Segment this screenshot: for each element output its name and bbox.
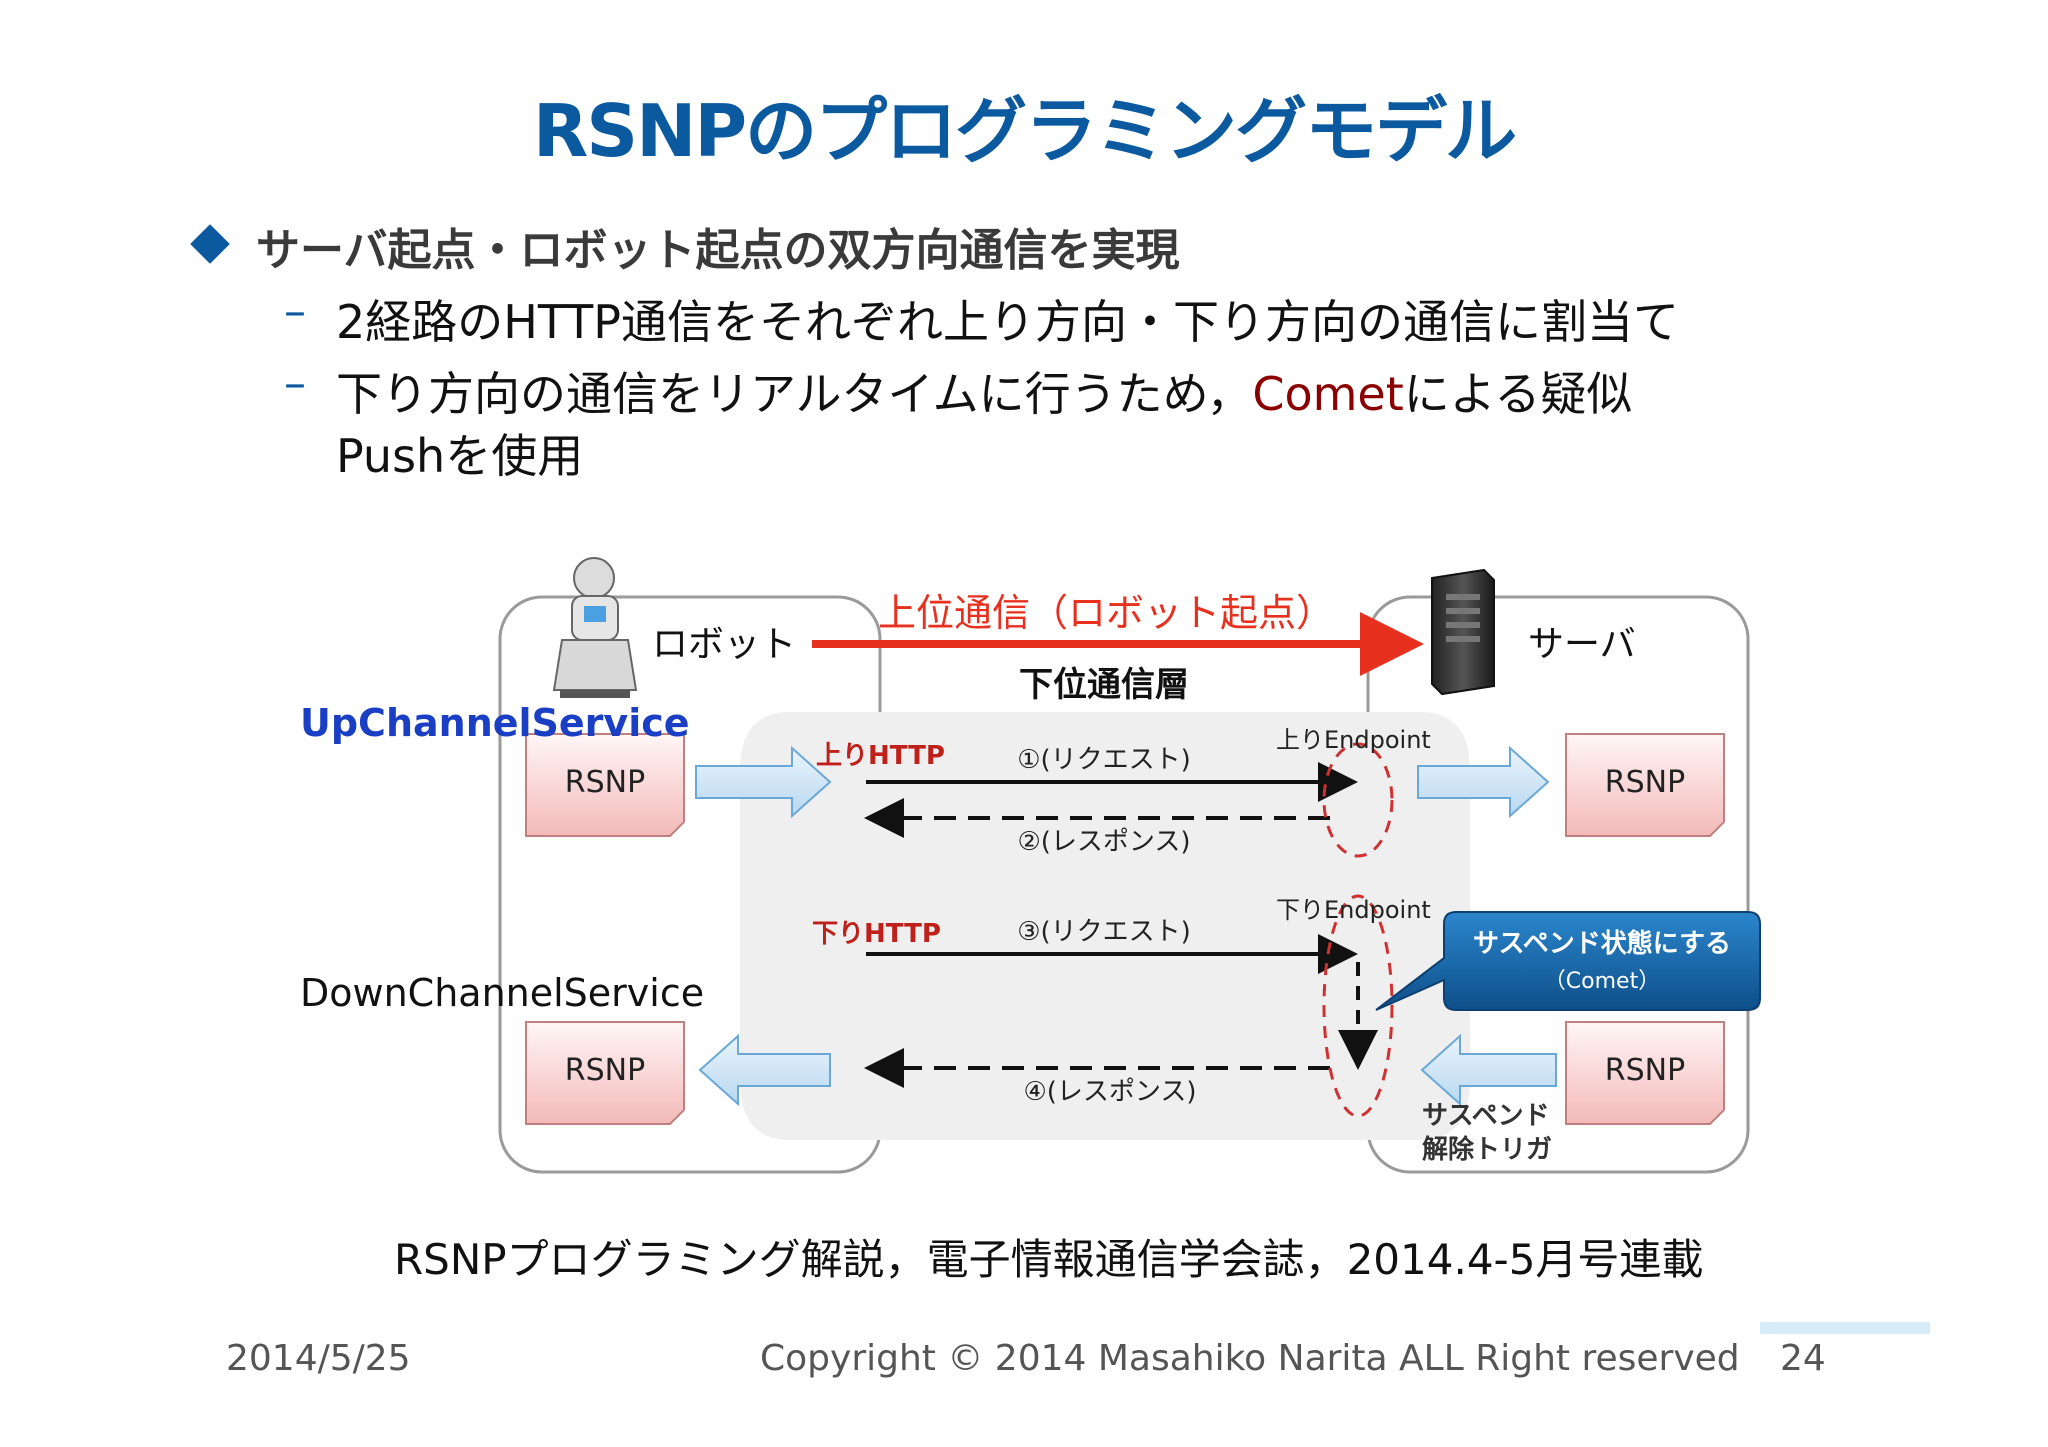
upper-comm-label: 上位通信（ロボット起点） <box>878 591 1334 635</box>
footer-date: 2014/5/25 <box>226 1338 411 1379</box>
rsnp-box-server-up <box>1565 733 1725 837</box>
down-endpoint-ellipse <box>1322 894 1394 1118</box>
server-label: サーバ <box>1528 624 1636 665</box>
rsnp-label-server-down: RSNP <box>1605 1053 1685 1088</box>
robot-icon <box>552 557 638 698</box>
footer-copyright: Copyright © 2014 Masahiko Narita ALL Rig… <box>760 1338 1740 1379</box>
block-arrow-server-down <box>1420 1033 1557 1107</box>
slide-title: RSNPのプログラミングモデル <box>532 89 1517 173</box>
sub-bullet-2-line2: Pushを使用 <box>336 429 584 483</box>
sub-bullet-2-before: 下り方向の通信をリアルタイムに行うため， <box>336 367 1253 421</box>
sub-bullet-dash-2: – <box>284 358 306 409</box>
suspend-label-line2: 解除トリガ <box>1422 1134 1552 1165</box>
step4-label: ④(レスポンス) <box>1023 1077 1196 1107</box>
suspend-label-line1: サスペンド <box>1422 1101 1550 1131</box>
step2-label: ②(レスポンス) <box>1017 827 1190 857</box>
comet-highlight: Comet <box>1252 367 1404 421</box>
comet-callout <box>1375 911 1761 1011</box>
page-number: 24 <box>1780 1338 1826 1379</box>
citation: RSNPプログラミング解説，電子情報通信学会誌，2014.4-5月号連載 <box>394 1235 1704 1284</box>
sub-bullet-dash-1: – <box>284 286 306 337</box>
rsnp-label-robot-down: RSNP <box>565 1053 645 1088</box>
sub-bullet-2-after: による疑似 <box>1403 367 1633 421</box>
footer-accent-bar <box>1760 1322 1930 1334</box>
server-icon <box>1431 568 1495 696</box>
down-endpoint-label: 下りEndpoint <box>1276 896 1431 924</box>
rsnp-label-server-up: RSNP <box>1605 765 1685 800</box>
bullet-main-text: サーバ起点・ロボット起点の双方向通信を実現 <box>256 225 1180 276</box>
rsnp-box-server-down <box>1565 1021 1725 1125</box>
block-arrow-robot-up <box>695 745 832 819</box>
sub-bullet-1: 2経路のHTTP通信をそれぞれ上り方向・下り方向の通信に割当て <box>336 295 1679 349</box>
lower-layer-label: 下位通信層 <box>1019 665 1189 705</box>
block-arrow-server-up <box>1417 745 1550 819</box>
rsnp-label-robot-up: RSNP <box>565 765 645 800</box>
rsnp-box-robot-down <box>525 1021 685 1125</box>
down-http-label: 下りHTTP <box>812 919 941 949</box>
step3-label: ③(リクエスト) <box>1017 917 1191 947</box>
callout-line2: （Comet） <box>1544 969 1660 994</box>
up-endpoint-label: 上りEndpoint <box>1276 726 1431 754</box>
callout-line1: サスペンド状態にする <box>1473 928 1731 959</box>
down-channel-service-label: DownChannelService <box>300 971 704 1015</box>
robot-label: ロボット <box>652 624 796 665</box>
up-endpoint-ellipse <box>1322 742 1394 858</box>
step1-label: ①(リクエスト) <box>1017 745 1191 775</box>
sub-bullet-2: 下り方向の通信をリアルタイムに行うため，Cometによる疑似 <box>336 358 1632 424</box>
rsnp-box-robot-up <box>525 733 685 837</box>
up-http-label: 上りHTTP <box>816 741 945 771</box>
up-channel-service-label: UpChannelService <box>300 701 690 745</box>
block-arrow-robot-down <box>698 1033 831 1107</box>
